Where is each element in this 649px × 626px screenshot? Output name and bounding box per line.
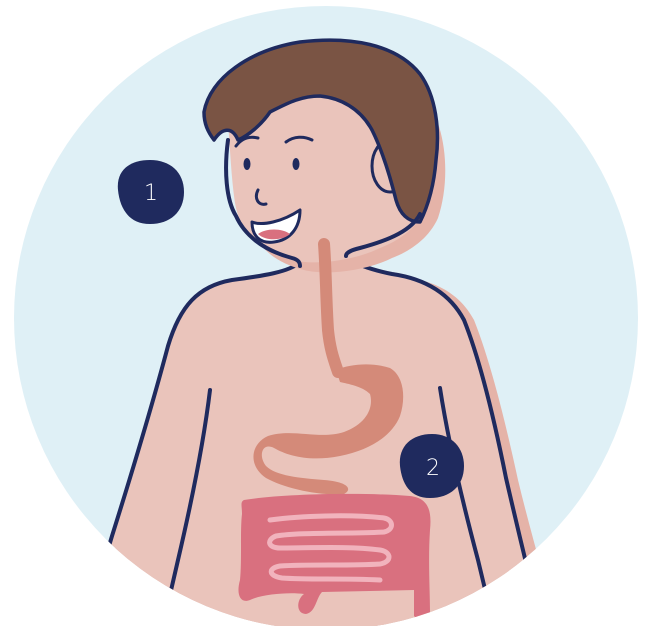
right-eye bbox=[293, 158, 300, 170]
marker-1-label: 1 bbox=[144, 181, 158, 206]
marker-2[interactable]: 2 bbox=[400, 434, 464, 498]
marker-1[interactable]: 1 bbox=[118, 160, 184, 224]
left-eye bbox=[244, 158, 251, 170]
marker-2-label: 2 bbox=[426, 456, 440, 481]
